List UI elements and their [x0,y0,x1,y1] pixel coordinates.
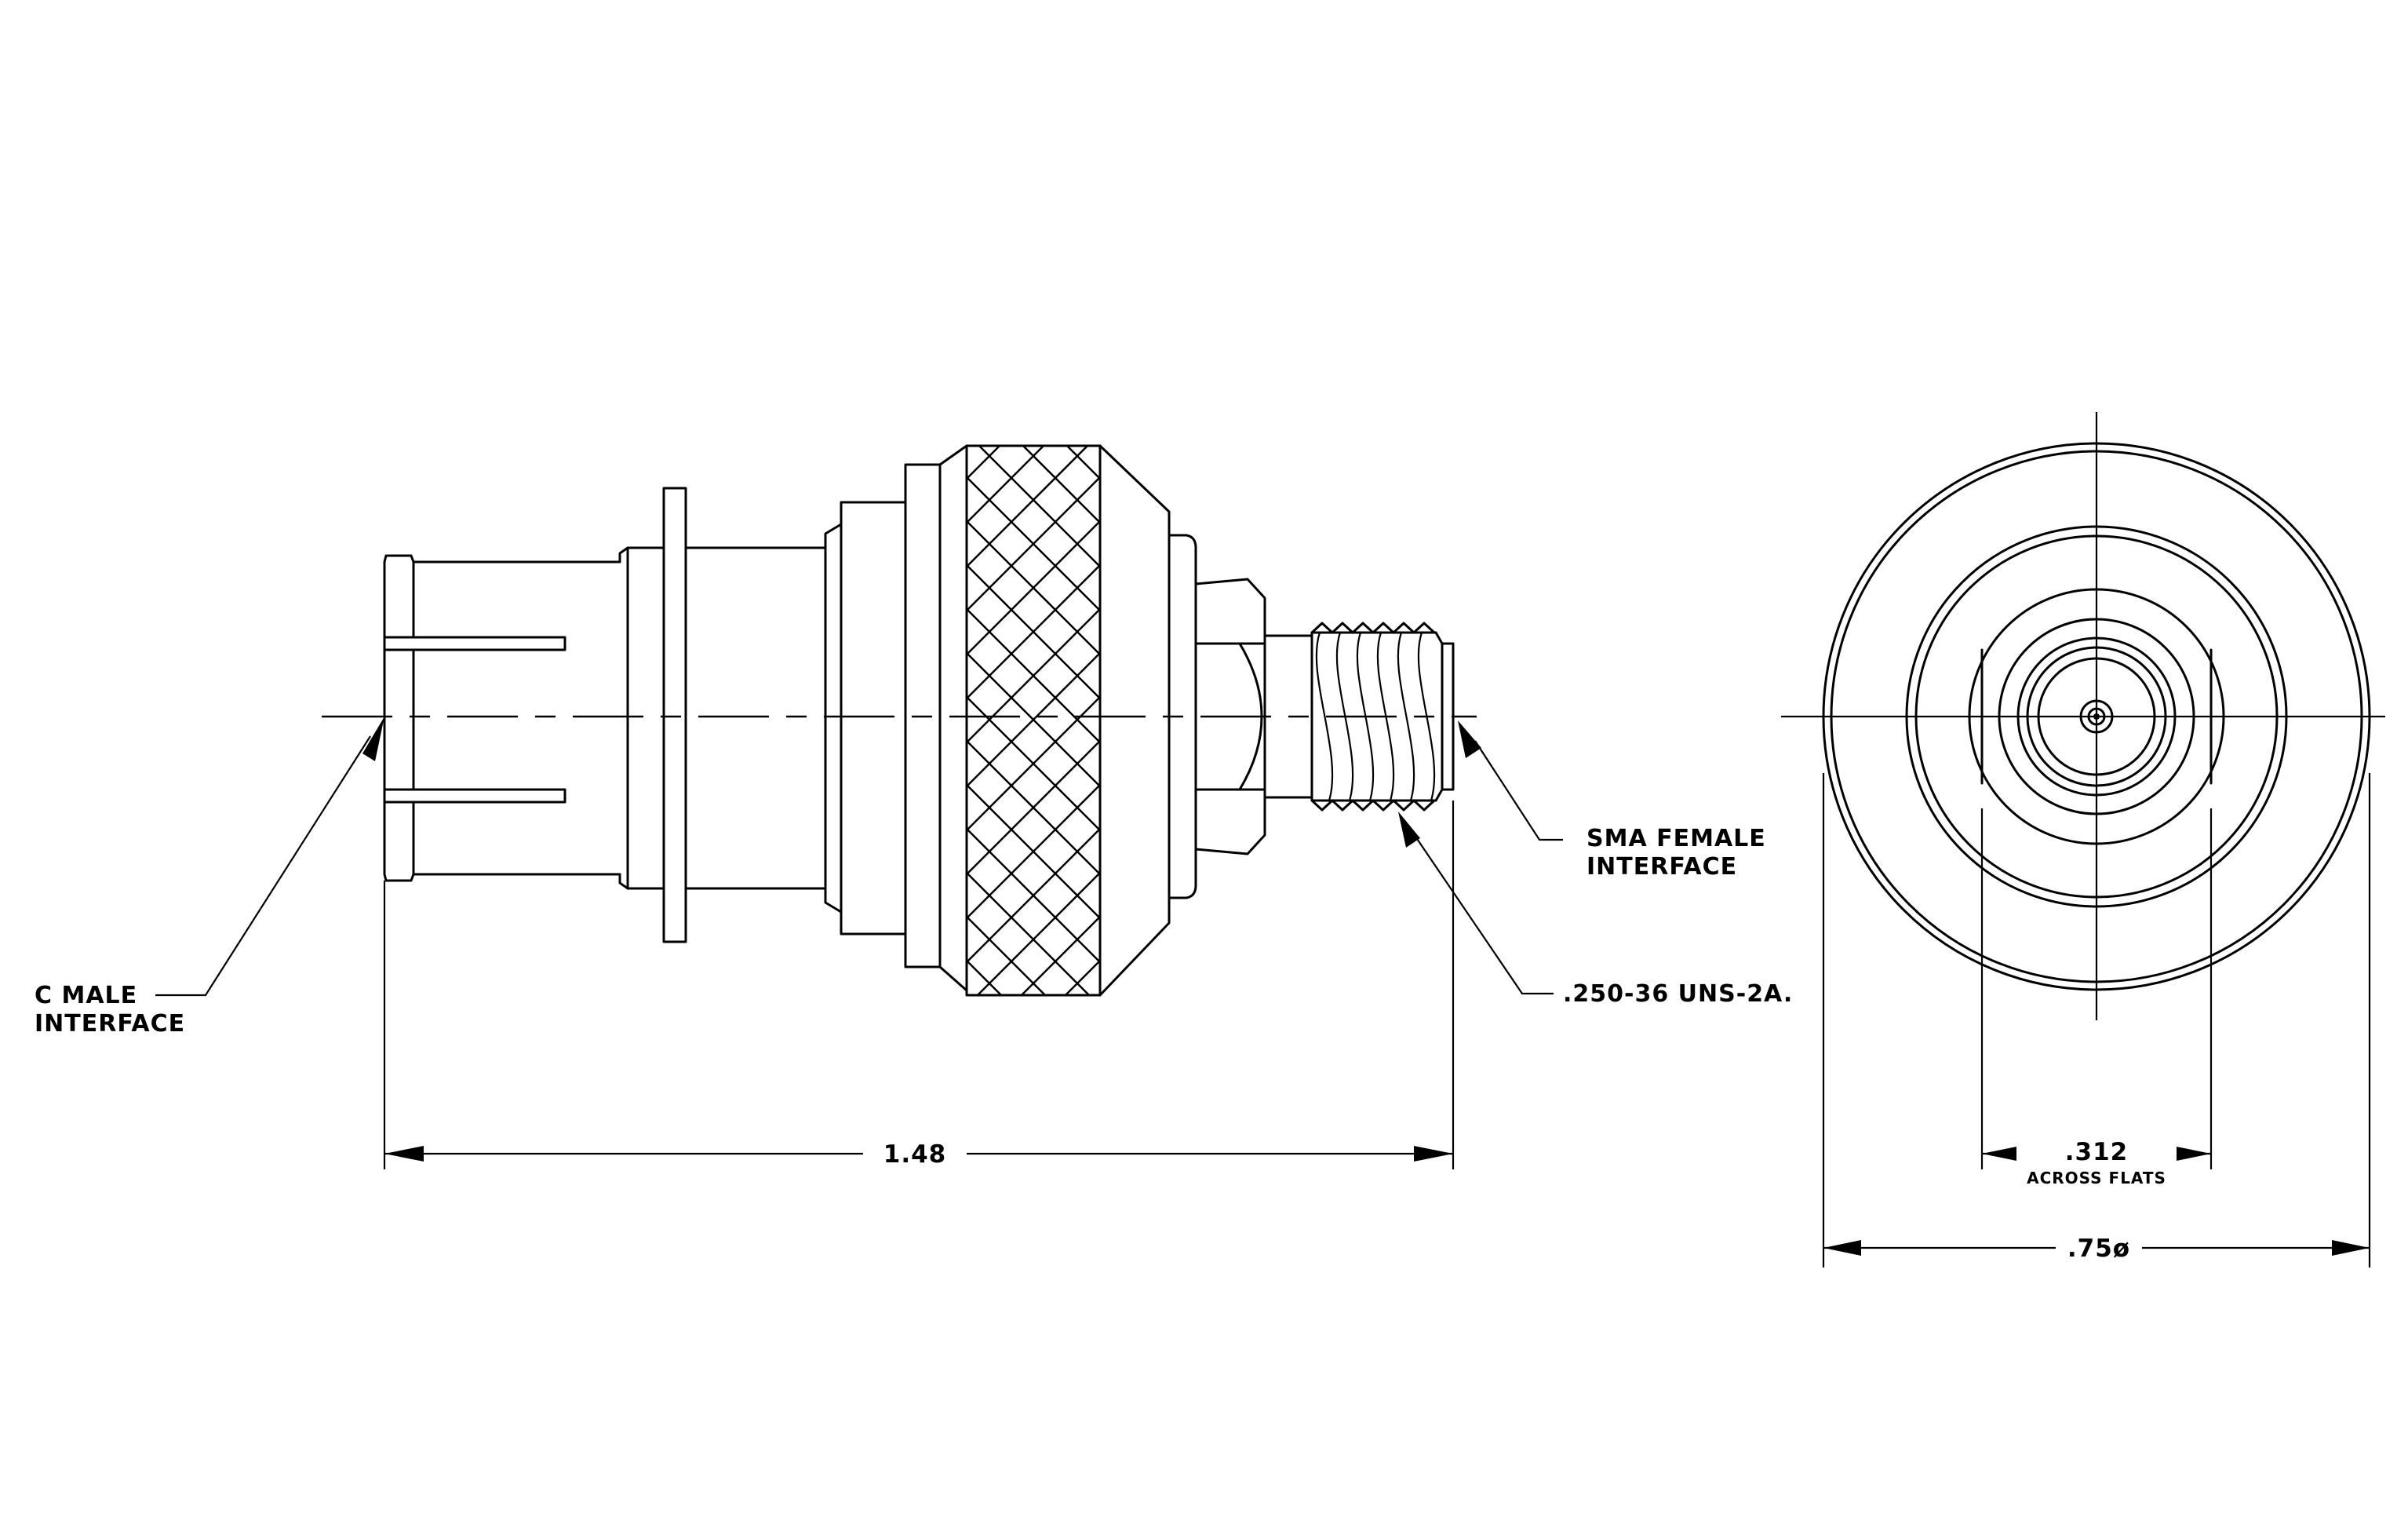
thread-spec-label: .250-36 UNS-2A. [1563,980,1793,1008]
knurled-coupling-nut [965,444,1171,997]
end-view [1781,412,2385,1268]
mounting-flange [662,487,687,943]
diameter-value: .75ø [2067,1235,2130,1263]
sma-female-label: SMA FEMALE [1587,825,1766,852]
c-male-label-2: INTERFACE [35,1010,185,1038]
across-flats-label: ACROSS FLATS [2027,1169,2166,1187]
thread-leader [1398,812,1554,995]
body-tube [684,444,968,992]
across-flats-dimension [1982,1147,2211,1161]
c-male-label: C MALE [35,982,137,1009]
diameter-dimension [1823,1240,2370,1256]
c-male-barrel [383,546,665,890]
side-view [155,444,1563,1169]
sma-threaded-section [1310,622,1455,812]
length-value: 1.48 [883,1140,947,1169]
length-dimension [384,1146,1453,1162]
across-flats-value: .312 [2065,1138,2129,1166]
sma-female-label-2: INTERFACE [1587,853,1737,881]
c-male-leader [155,717,384,997]
sma-female-leader [1458,720,1563,841]
